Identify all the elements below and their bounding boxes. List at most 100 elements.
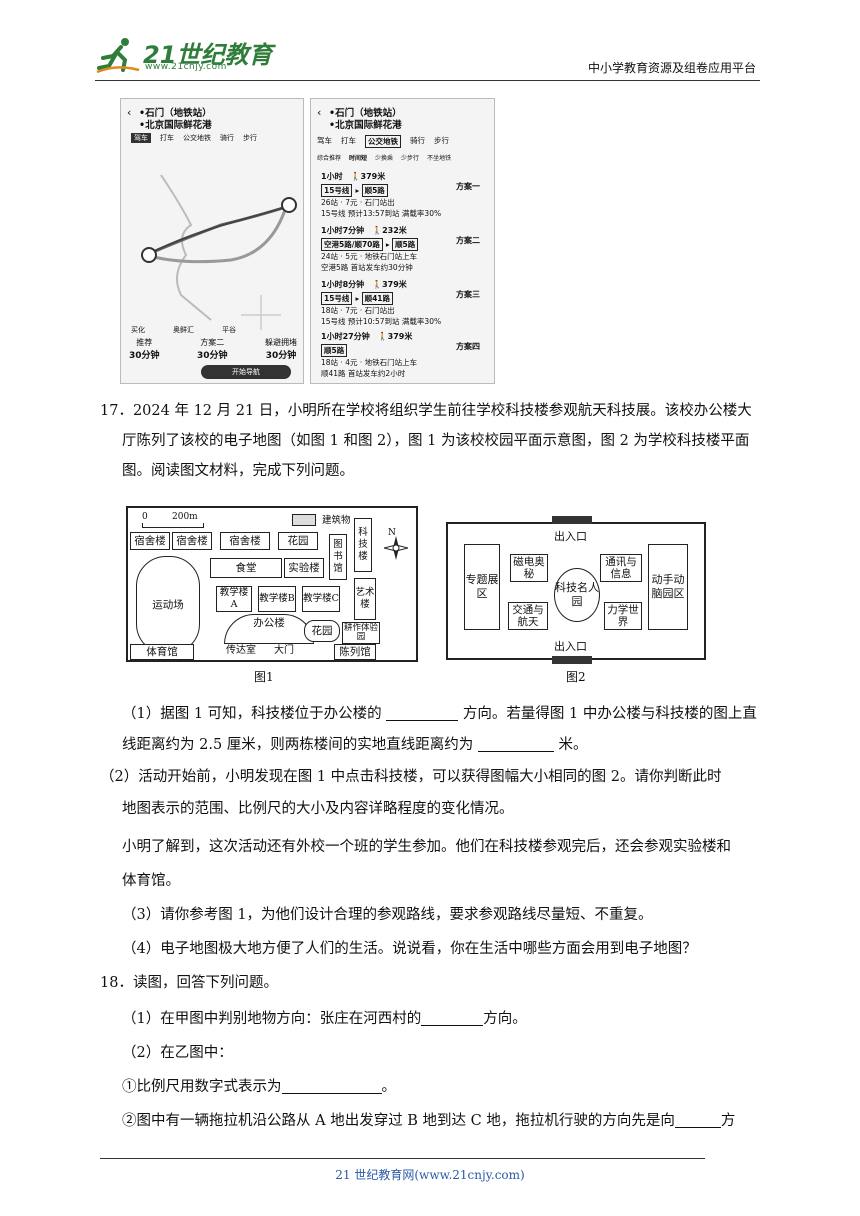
footer-text[interactable]: 21 世纪教育网(www.21cnjy.com) <box>335 1168 525 1182</box>
plan-time: 1小时8分钟 <box>321 280 365 289</box>
teaching-building-c: 教学楼C <box>302 586 340 612</box>
communication-zone: 通讯与信息 <box>600 554 642 582</box>
plan-walk: 232米 <box>382 226 407 235</box>
main-gate: 大门 <box>274 645 294 656</box>
mode-tabs: 驾车 打车 公交地铁 骑行 步行 <box>131 133 257 143</box>
q18-item1-text-a: ①比例尺用数字式表示为 <box>122 1079 282 1095</box>
line-badge: 顺5路 <box>392 238 419 251</box>
plan-name: 方案四 <box>456 342 480 351</box>
walk-icon: 🚶 <box>372 226 383 235</box>
line-badge: 顺41路 <box>361 292 394 305</box>
q18-item2: ②图中有一辆拖拉机沿公路从 A 地出发穿过 B 地到达 C 地，拖拉机行驶的方向… <box>122 1106 764 1136</box>
q17-sub2-line1: （2）活动开始前，小明发现在图 1 中点击科技楼，可以获得图幅大小相同的图 2。… <box>100 769 722 785</box>
dorm-building: 宿舍楼 <box>130 532 170 550</box>
dorm-building: 宿舍楼 <box>220 532 270 550</box>
mode-tabs: 驾车 打车 公交地铁 骑行 步行 <box>317 135 449 148</box>
tab-walk[interactable]: 步行 <box>243 134 257 142</box>
transit-plan[interactable]: 1小时7分钟 🚶232米 空港5路/顺70路▸ 顺5路 24站 · 5元 · 地… <box>321 225 486 273</box>
plan-time: 1小时27分钟 <box>321 332 370 341</box>
platform-name: 中小学教育资源及组卷应用平台 <box>587 61 756 75</box>
answer-blank[interactable] <box>421 1011 484 1026</box>
route-map <box>141 174 297 330</box>
plan-time: 1小时 <box>321 172 343 181</box>
answer-blank[interactable] <box>386 706 459 721</box>
q17-sub1-text-c: 线距离约为 2.5 厘米，则两栋楼间的实地直线距离约为 <box>122 737 474 753</box>
tab-transit[interactable]: 公交地铁 <box>183 134 211 142</box>
scale-bar <box>142 523 204 528</box>
entrance-bottom: 出入口 <box>554 640 587 653</box>
q17-sub2-line2: 地图表示的范围、比例尺的大小及内容详略程度的变化情况。 <box>122 801 514 817</box>
walk-icon: 🚶 <box>377 332 388 341</box>
logo-url: www.21cnjy.com <box>145 62 227 72</box>
q17-sub1-line2: 线距离约为 2.5 厘米，则两栋楼间的实地直线距离约为 米。 <box>122 730 764 760</box>
sort-tab[interactable]: 时间短 <box>349 155 368 162</box>
map-label-3: 平谷 <box>222 326 236 334</box>
tab-bike[interactable]: 骑行 <box>410 136 425 145</box>
route-option-label: 方案二 <box>200 338 225 347</box>
q18-item2-text: ②图中有一辆拖拉机沿公路从 A 地出发穿过 B 地到达 C 地，拖拉机行驶的方向… <box>122 1113 675 1129</box>
route-option[interactable]: 推荐 30分钟 <box>129 337 160 361</box>
plan-detail: 24站 · 5元 · 地铁石门站上车 <box>321 252 418 261</box>
transit-plan[interactable]: 1小时8分钟 🚶379米 15号线▸ 顺41路 18站 · 7元 · 石门站出 … <box>321 279 486 327</box>
science-building: 科技楼 <box>354 518 372 572</box>
route-option-time: 30分钟 <box>197 351 228 361</box>
legend-swatch <box>292 514 316 526</box>
q18-item1: ①比例尺用数字式表示为 。 <box>122 1072 764 1102</box>
scientists-garden: 科技名人园 <box>554 568 600 622</box>
playground: 运动场 <box>136 556 200 654</box>
tab-transit[interactable]: 公交地铁 <box>365 135 401 148</box>
answer-blank[interactable] <box>477 737 554 752</box>
origin-label: •石门（地铁站） <box>139 108 212 119</box>
q17-intro-line2: 厅陈列了该校的电子地图（如图 1 和图 2），图 1 为该校校园平面示意图，图 … <box>122 433 750 449</box>
tab-taxi[interactable]: 打车 <box>160 134 174 142</box>
hands-on-zone: 动手动脑园区 <box>648 544 688 630</box>
tab-bike[interactable]: 骑行 <box>220 134 234 142</box>
science-building-plan: 出入口 专题展区 磁电奥秘 通讯与信息 动手动脑园区 科技名人园 交通与航天 力… <box>446 516 706 664</box>
tab-walk[interactable]: 步行 <box>434 136 449 145</box>
q18-sub2: （2）在乙图中： <box>122 1045 233 1061</box>
sort-tab[interactable]: 综合推荐 <box>317 155 342 162</box>
tab-drive[interactable]: 驾车 <box>317 136 332 145</box>
transit-plan[interactable]: 1小时27分钟 🚶379米 顺5路 18站 · 4元 · 地铁石门站上车 顺41… <box>321 331 486 379</box>
line-badge: 顺5路 <box>321 344 348 357</box>
sort-tab[interactable]: 少换乘 <box>375 155 394 162</box>
walk-icon: 🚶 <box>350 172 361 181</box>
plan-extra: 顺41路 首站发车约2小时 <box>321 369 406 378</box>
tab-drive[interactable]: 驾车 <box>131 133 151 143</box>
destination-label: •北京国际鲜花港 <box>329 120 402 131</box>
transit-plan[interactable]: 1小时 🚶379米 15号线▸ 顺5路 26站 · 7元 · 石门站出 15号线… <box>321 171 486 219</box>
teaching-building-b: 教学楼B <box>258 586 296 612</box>
start-navigation-button[interactable]: 开始导航 <box>201 365 291 379</box>
sort-tab[interactable]: 少步行 <box>401 155 420 162</box>
plan-detail: 26站 · 7元 · 石门站出 <box>321 198 395 207</box>
answer-blank[interactable] <box>281 1079 382 1094</box>
map-label-2: 奥鲜汇 <box>173 326 194 334</box>
north-label: N <box>388 528 396 538</box>
plan-detail: 18站 · 7元 · 石门站出 <box>321 306 395 315</box>
figure-1-caption: 图1 <box>254 670 274 684</box>
exhibition-hall: 陈列馆 <box>334 644 376 660</box>
logo-text: 21世纪教育 <box>143 41 273 69</box>
tab-taxi[interactable]: 打车 <box>341 136 356 145</box>
origin-label: •石门（地铁站） <box>329 108 402 119</box>
sort-tab[interactable]: 不坐地铁 <box>427 155 452 162</box>
route-option[interactable]: 躲避拥堵 30分钟 <box>265 337 297 361</box>
plan-extra: 15号线 预计10:57到站 满载率30% <box>321 317 442 326</box>
phone-transit-screenshot: ‹ •石门（地铁站） •北京国际鲜花港 驾车 打车 公交地铁 骑行 步行 综合推… <box>310 98 495 384</box>
map-label-1: 买化 <box>131 326 145 334</box>
line-badge: 空港5路/顺70路 <box>321 238 383 251</box>
route-option-time: 30分钟 <box>129 351 160 361</box>
answer-blank[interactable] <box>674 1113 721 1128</box>
q18-item1-text-b: 。 <box>381 1079 397 1095</box>
figure-2-caption: 图2 <box>566 670 586 684</box>
electromagnetism-zone: 磁电奥秘 <box>510 554 548 582</box>
back-icon: ‹ <box>127 106 132 119</box>
line-badge: 15号线 <box>321 184 353 197</box>
art-building: 艺术楼 <box>354 578 376 620</box>
route-options: 推荐 30分钟 方案二 30分钟 躲避拥堵 30分钟 <box>129 337 297 361</box>
route-option-label: 推荐 <box>136 338 153 347</box>
destination-label: •北京国际鲜花港 <box>139 120 212 131</box>
q17-note-line1: 小明了解到，这次活动还有外校一个班的学生参加。他们在科技楼参观完后，还会参观实验… <box>122 839 731 855</box>
route-option[interactable]: 方案二 30分钟 <box>197 337 228 361</box>
line-badge: 15号线 <box>321 292 353 305</box>
